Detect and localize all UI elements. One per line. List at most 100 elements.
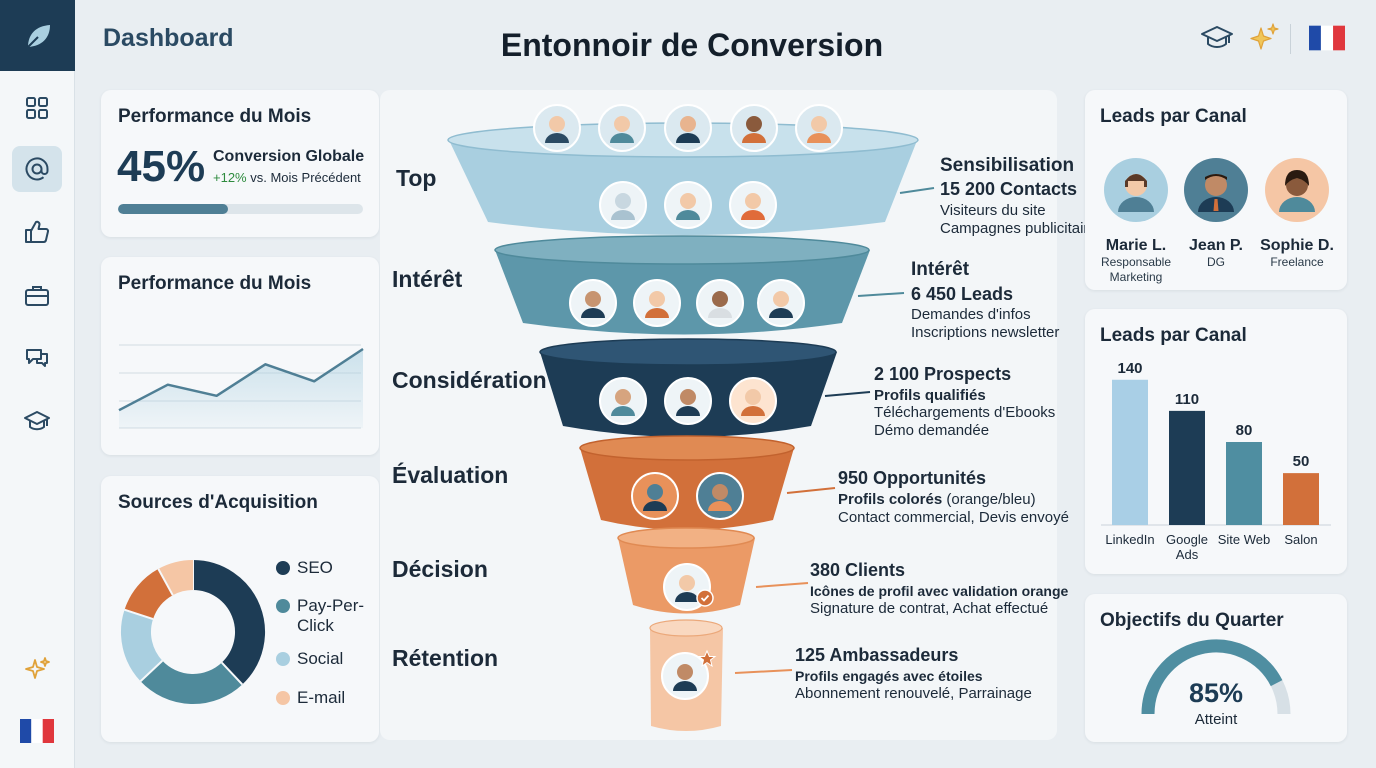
header-divider — [1290, 24, 1291, 54]
star-badge-icon — [697, 649, 717, 668]
avatar-marie[interactable] — [1104, 158, 1168, 222]
stage-label-top: Top — [396, 165, 437, 191]
legend-item-social: Social — [276, 649, 343, 669]
trend-card: Performance du Mois — [101, 257, 379, 455]
stage-sub: Icônes de profil avec validation orange — [810, 583, 1069, 599]
bar-site-web — [1226, 442, 1262, 525]
objective-percent: 85% — [1188, 678, 1244, 708]
card-title: Objectifs du Quarter — [1100, 610, 1284, 631]
bar-value-label: 50 — [1293, 453, 1310, 470]
legend-item-seo: SEO — [276, 558, 333, 578]
sidebar — [0, 0, 75, 768]
person-marie: Marie L. Responsable Marketing — [1100, 237, 1172, 284]
conversion-percent: 45% — [117, 142, 206, 191]
graduation-cap-icon[interactable] — [12, 398, 62, 444]
stage-label-consideration: Considération — [392, 367, 547, 393]
donut-slice-social — [121, 609, 163, 682]
trend-chart — [118, 344, 364, 429]
stage-sub: Profils qualifiés — [874, 387, 986, 404]
card-title: Performance du Mois — [118, 273, 312, 294]
card-title: Performance du Mois — [118, 106, 312, 127]
bar-linkedin — [1112, 379, 1148, 525]
briefcase-icon[interactable] — [12, 272, 62, 318]
stage-line: Contact commercial, Devis envoyé — [838, 509, 1069, 526]
page-title: Entonnoir de Conversion — [500, 27, 884, 63]
grid-icon[interactable] — [12, 85, 62, 131]
connector-lines — [857, 187, 935, 297]
bar-value-label: 80 — [1236, 422, 1253, 439]
thumbs-up-icon[interactable] — [12, 209, 62, 255]
french-flag-icon[interactable] — [1309, 22, 1345, 54]
stage-count-prospects: 2 100 Prospects — [874, 364, 1012, 384]
bar-value-label: 140 — [1117, 360, 1142, 377]
graduation-cap-icon[interactable] — [1199, 22, 1235, 54]
donut-slice-seo — [192, 560, 265, 685]
stage-line: Démo demandée — [874, 422, 990, 439]
app-logo[interactable] — [0, 0, 75, 71]
category-label: Google — [1166, 532, 1208, 547]
gauge-fill — [1141, 639, 1283, 715]
feedback-icon[interactable] — [12, 335, 62, 381]
team-avatars — [1104, 158, 1329, 222]
avatar-row-2 — [569, 279, 805, 327]
trend-area — [119, 349, 363, 428]
category-label: Ads — [1176, 547, 1199, 562]
stage-heading-sensibilisation: Sensibilisation — [940, 155, 1075, 176]
stage-line: Visiteurs du site — [940, 202, 1046, 219]
french-flag-icon[interactable] — [12, 708, 62, 754]
progress-fill — [118, 204, 229, 214]
avatar-row-3 — [599, 377, 777, 425]
person-jean: Jean P. DG — [1189, 237, 1243, 269]
stage-heading-interet: Intérêt — [911, 259, 970, 280]
conversion-label: Conversion Globale — [213, 148, 365, 165]
stage-count-contacts: 15 200 Contacts — [940, 179, 1078, 199]
stage-label-interet: Intérêt — [392, 266, 463, 292]
sparkles-icon[interactable] — [12, 646, 62, 692]
stage-sub: Profils colorés (orange/bleu) — [838, 491, 1036, 508]
change-rest: vs. Mois Précédent — [246, 170, 361, 185]
stage-sub: Profils engagés avec étoiles — [795, 668, 983, 684]
sources-card: Sources d'Acquisition SEO Pay-Per-Click … — [101, 476, 379, 742]
category-label: LinkedIn — [1105, 532, 1154, 547]
team-card: Leads par Canal Marie L. Responsable Mar… — [1085, 90, 1347, 290]
stage-label-evaluation: Évaluation — [392, 462, 509, 488]
donut-slice-email — [158, 560, 194, 596]
category-label: Salon — [1284, 532, 1317, 547]
avatar-row-4 — [631, 472, 744, 520]
avatar-sophie[interactable] — [1265, 158, 1329, 222]
donut-slice-ppc — [140, 660, 243, 704]
legend-dot — [276, 652, 290, 666]
stage-label-decision: Décision — [392, 556, 488, 582]
change-positive: +12% — [213, 170, 247, 185]
at-sign-icon[interactable] — [12, 146, 62, 192]
legend-dot — [276, 691, 290, 705]
card-title: Leads par Canal — [1100, 106, 1247, 127]
card-title: Sources d'Acquisition — [118, 492, 318, 513]
conversion-change: +12% vs. Mois Précédent — [213, 170, 361, 185]
stage-line: Campagnes publicitaires — [940, 220, 1105, 237]
stage-line: Inscriptions newsletter — [911, 324, 1060, 341]
trend-line — [118, 347, 364, 412]
check-badge-icon — [696, 589, 714, 607]
funnel-panel: Top Intérêt Considération Évaluation Déc… — [380, 90, 1057, 740]
app-title: Dashboard — [103, 24, 234, 52]
funnel-graphic — [447, 104, 935, 731]
funnel-stage-evaluation — [579, 435, 795, 530]
legend-dot — [276, 599, 290, 613]
stage-count-leads: 6 450 Leads — [911, 284, 1014, 304]
avatar-row-1b — [599, 181, 777, 229]
person-sophie: Sophie D. Freelance — [1260, 237, 1334, 269]
performance-card: Performance du Mois 45% Conversion Globa… — [101, 90, 379, 237]
avatar-row-5 — [663, 563, 714, 611]
stage-line: Signature de contrat, Achat effectué — [810, 600, 1049, 617]
progress-bar — [118, 204, 363, 214]
card-title: Leads par Canal — [1100, 325, 1247, 346]
stage-count-clients: 380 Clients — [810, 560, 906, 580]
objectives-card: Objectifs du Quarter 85% Atteint — [1085, 594, 1347, 742]
sparkles-icon[interactable] — [1246, 22, 1282, 54]
objective-label: Atteint — [1194, 711, 1238, 728]
stage-line: Téléchargements d'Ebooks — [874, 404, 1056, 421]
avatar-jean[interactable] — [1184, 158, 1248, 222]
bar-value-label: 110 — [1175, 391, 1199, 408]
legend-dot — [276, 561, 290, 575]
